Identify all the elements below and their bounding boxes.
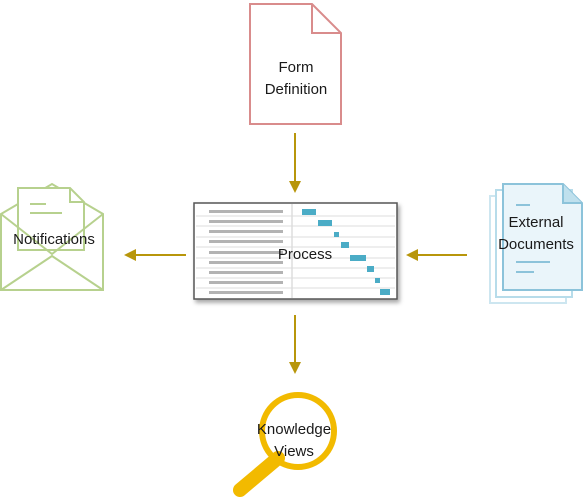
notifications-label: Notifications (13, 231, 95, 248)
form-definition-label-line2: Definition (264, 81, 328, 98)
process-label: Process (277, 246, 333, 263)
form-definition-label-line1: Form (278, 59, 314, 76)
external-documents-stacked-documents-icon (489, 183, 583, 304)
knowledge-views-label-line2: Views (274, 443, 314, 460)
arrow-form-to-process (289, 133, 301, 193)
process-gantt-chart-icon (193, 202, 398, 300)
external-documents-label-line2: Documents (498, 236, 574, 253)
notifications-open-envelope-icon (0, 182, 104, 291)
form-definition-document-icon (249, 3, 342, 125)
knowledge-views-magnifying-glass-icon (233, 392, 337, 497)
external-documents-label-line1: External (508, 214, 564, 231)
form-definition-label: Form Definition (236, 57, 356, 101)
arrow-process-to-notifications (124, 249, 186, 261)
arrow-process-to-knowledge-views (289, 315, 301, 374)
knowledge-views-label: Knowledge Views (234, 419, 354, 463)
external-documents-label: External Documents (486, 212, 586, 256)
arrow-external-to-process (406, 249, 467, 261)
knowledge-views-label-line1: Knowledge (256, 421, 332, 438)
